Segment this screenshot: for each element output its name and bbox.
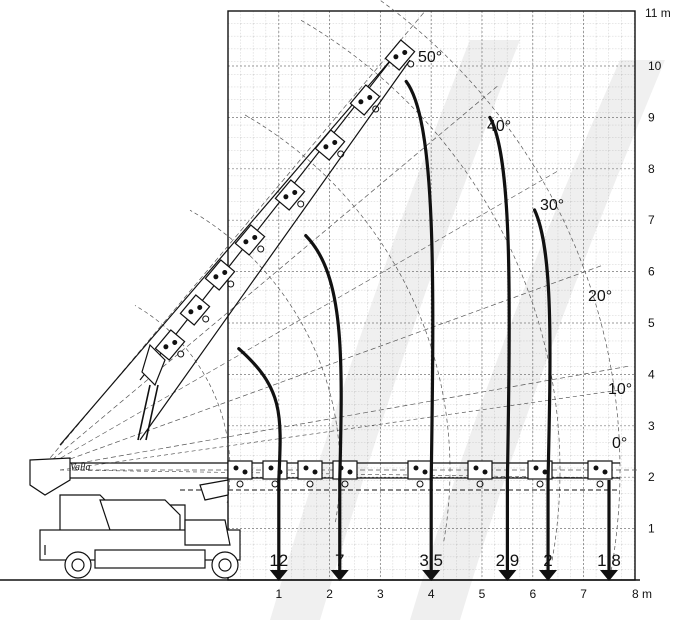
load-curve (404, 79, 435, 482)
y-tick-label: 6 (648, 265, 655, 279)
crane-machine: Valla (29, 54, 621, 579)
y-axis: 1 2 3 4 5 6 7 8 9 10 11 m (645, 6, 671, 536)
reach-arc (244, 114, 451, 542)
load-value: 3,5 (419, 551, 443, 570)
x-tick-label: 2 (326, 587, 333, 601)
load-value: 2 (543, 551, 552, 570)
load-arrow (600, 570, 618, 581)
hook-block (407, 460, 433, 488)
y-tick-label: 8 (648, 162, 655, 176)
load-value: 7 (335, 551, 344, 570)
angle-labels: 0° 10° 20° 30° 40° 50° (418, 49, 632, 452)
load-curve (237, 347, 282, 482)
load-curve (532, 208, 552, 482)
x-tick-label: 6 (529, 587, 536, 601)
angle-line (39, 84, 500, 471)
hook-block (179, 294, 211, 326)
reach-arc (379, 0, 621, 571)
y-tick-label: 1 (648, 522, 655, 536)
hook-block (314, 129, 346, 161)
load-points: 12 7 3,5 2,9 2 1,8 (269, 480, 621, 581)
angle-label: 30° (540, 197, 564, 214)
hook-block (587, 460, 613, 488)
load-curve (488, 115, 511, 482)
hook-block (234, 224, 266, 256)
load-arrow (498, 570, 517, 581)
angle-label: 50° (418, 49, 442, 66)
x-tick-label: 5 (479, 587, 486, 601)
y-unit-label: 11 m (645, 6, 671, 20)
hook-block (227, 460, 253, 488)
y-tick-label: 5 (648, 316, 655, 330)
hook-block (384, 39, 416, 71)
hook-block (154, 329, 186, 361)
load-arrow (539, 570, 558, 581)
hook-block (349, 84, 381, 116)
load-value: 1,8 (597, 551, 621, 570)
x-unit-label: 8 m (632, 587, 652, 601)
angle-label: 0° (612, 435, 627, 452)
angle-label: 20° (588, 288, 612, 305)
angle-label: 40° (487, 118, 511, 135)
x-tick-label: 7 (580, 587, 587, 601)
y-tick-label: 2 (648, 470, 655, 484)
load-arrow (422, 570, 441, 581)
chassis (39, 494, 241, 579)
angle-label: 10° (608, 381, 632, 398)
x-tick-label: 1 (275, 587, 282, 601)
angle-line (39, 169, 560, 471)
x-tick-label: 3 (377, 587, 384, 601)
load-value: 2,9 (496, 551, 520, 570)
reach-arc (134, 305, 231, 504)
y-tick-label: 9 (648, 110, 655, 124)
hook-block (204, 259, 236, 291)
y-tick-label: 3 (648, 419, 655, 433)
y-tick-label: 4 (648, 367, 655, 381)
reach-arc (299, 19, 561, 561)
hook-block (297, 460, 323, 488)
boom-50 (59, 54, 411, 446)
x-axis: 1 2 3 4 5 6 7 8 m (275, 587, 652, 601)
x-tick-label: 4 (428, 587, 435, 601)
angle-line (39, 365, 631, 471)
y-tick-label: 10 (648, 59, 662, 73)
logo-text: Valla (70, 462, 91, 473)
hook-block (527, 460, 553, 488)
hook-block (274, 179, 306, 211)
load-curves (237, 79, 552, 482)
load-arrow (269, 570, 288, 581)
boom-horizontal: Valla (29, 457, 620, 501)
load-value: 12 (269, 551, 288, 570)
hook-block (467, 460, 493, 488)
load-arrow (330, 570, 349, 581)
load-curve (304, 234, 343, 482)
y-tick-label: 7 (648, 213, 655, 227)
